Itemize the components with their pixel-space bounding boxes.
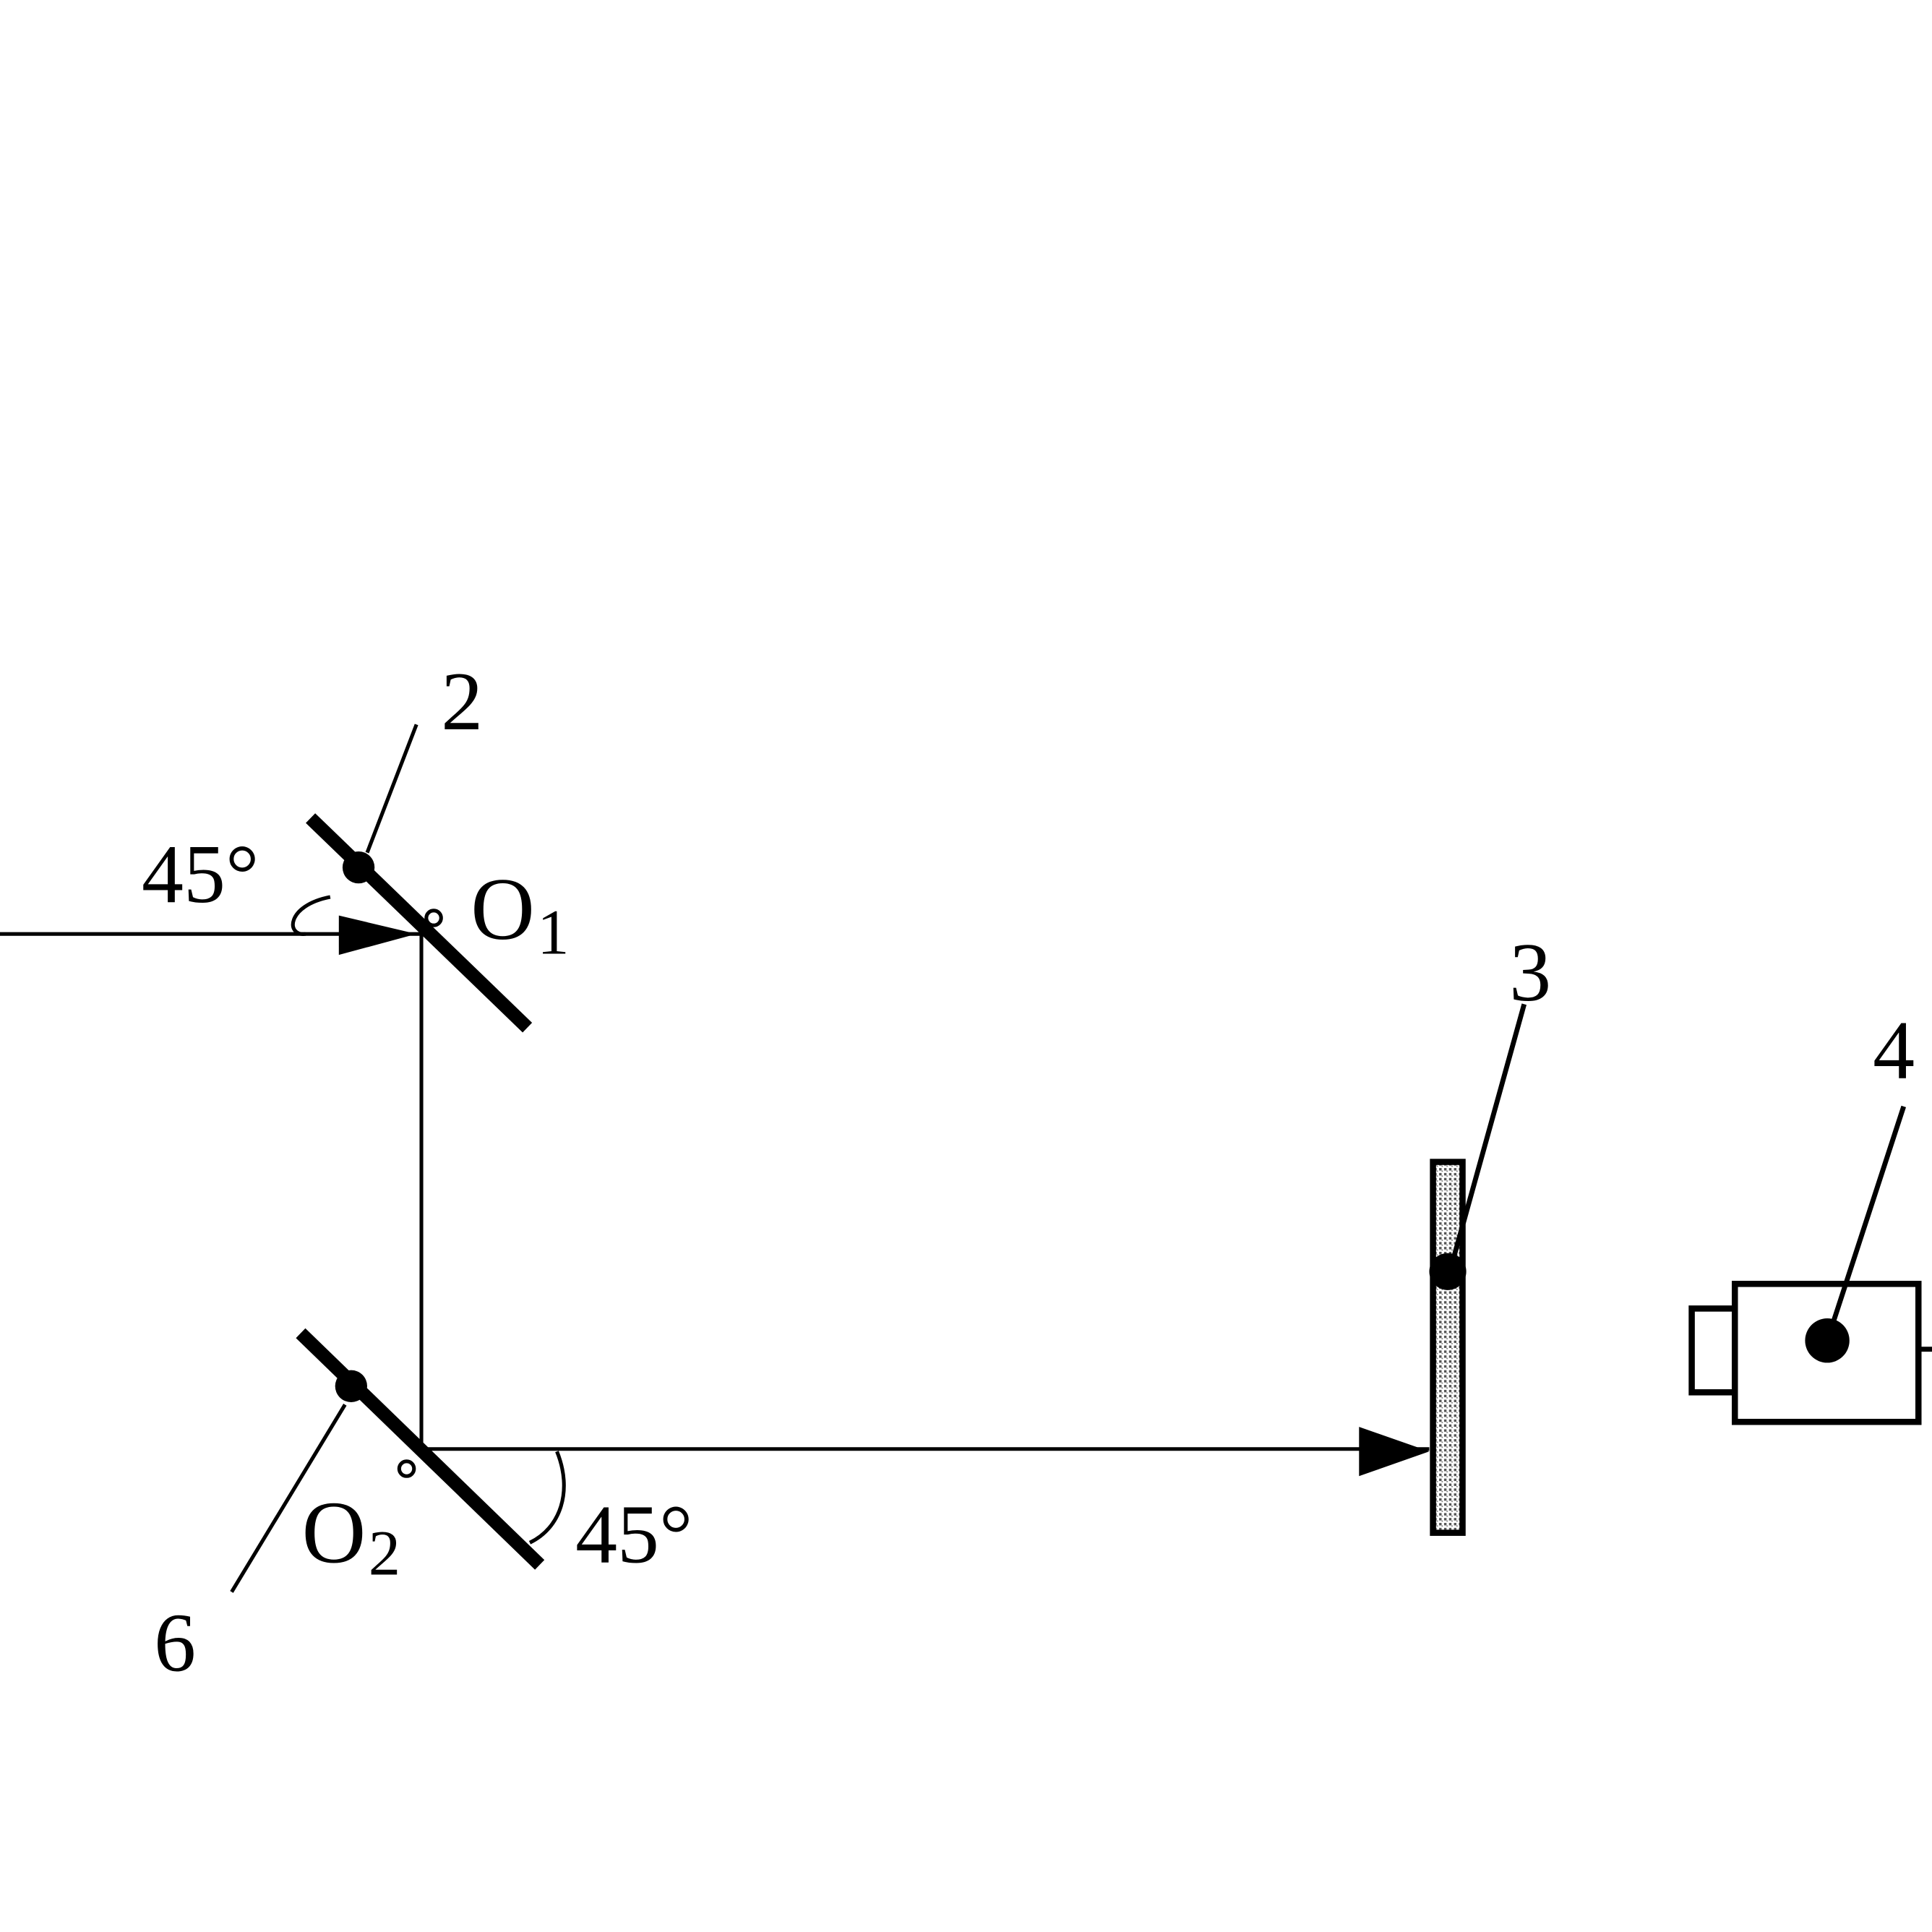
label-4: 4 xyxy=(1873,1005,1915,1097)
incoming-beam-arrowhead xyxy=(338,915,417,956)
label-3: 3 xyxy=(1509,927,1551,1019)
angle-arc-top xyxy=(291,895,331,936)
screen-3 xyxy=(1430,1159,1466,1536)
angle-arc-bottom xyxy=(528,1451,566,1545)
camera-lens xyxy=(1688,1305,1738,1396)
horizontal-beam-arrowhead xyxy=(1359,1427,1430,1477)
pivot-o2-label: O2 xyxy=(302,1484,400,1589)
mirror-6-pivot-dot xyxy=(335,1370,368,1402)
camera-4-leader xyxy=(1824,1105,1907,1341)
mirror-6-leader xyxy=(230,1404,347,1593)
angle-label-bottom: 45° xyxy=(575,1489,692,1581)
camera-body xyxy=(1731,1281,1922,1425)
pivot-o2-marker xyxy=(397,1459,416,1478)
screen-3-leader xyxy=(1451,1003,1527,1258)
label-6: 6 xyxy=(154,1597,196,1690)
pivot-o1-marker xyxy=(424,909,443,927)
label-2: 2 xyxy=(441,656,483,748)
mirror-2-leader xyxy=(365,724,418,854)
mirror-2 xyxy=(306,813,533,1033)
mirror-6 xyxy=(296,1328,545,1570)
camera-4-dot xyxy=(1805,1318,1850,1363)
mirror-2-pivot-dot xyxy=(342,851,375,884)
pivot-o1-label: O1 xyxy=(471,860,569,968)
screen-3-dot xyxy=(1429,1253,1467,1290)
angle-label-top: 45° xyxy=(142,828,259,921)
